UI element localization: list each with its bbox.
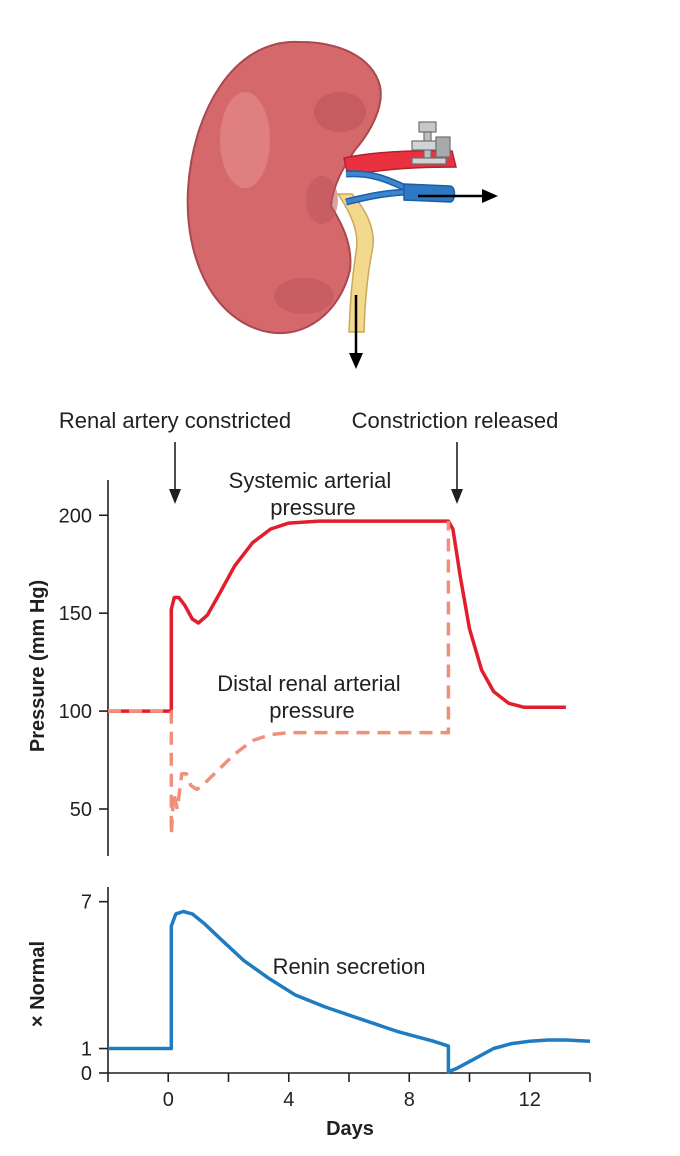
renin-x-tick-label: 0 — [163, 1089, 174, 1111]
kidney-lobe-top — [314, 92, 366, 132]
renin-series-group — [108, 909, 591, 1074]
annotation-constricted: Renal artery constricted — [59, 408, 291, 433]
renin-y-title: × Normal — [27, 941, 49, 1027]
renin-secretion-line — [108, 909, 591, 1074]
renin-x-title: Days — [326, 1118, 374, 1140]
renin-y-tick-label: 1 — [81, 1039, 92, 1061]
kidney-lobe-mid — [306, 176, 338, 224]
renin-x-ticks: 0 4 8 12 — [107, 1073, 591, 1111]
arrow-head-icon — [482, 189, 498, 203]
renin-x-tick-label: 4 — [283, 1089, 294, 1111]
renin-y-ticks: 01 7 — [81, 892, 108, 1085]
renin-x-tick-label: 12 — [519, 1089, 541, 1111]
annotation-released: Constriction released — [352, 408, 559, 433]
series-label-distal-line1: Distal renal arterial — [217, 671, 400, 696]
series-label-systemic-line2: pressure — [270, 495, 356, 520]
pressure-chart: 50 100 150 200 Pressure (mm Hg) Systemic ar… — [27, 468, 566, 856]
arrow-head-icon — [349, 353, 363, 369]
distal-pressure-line — [108, 521, 451, 837]
systemic-pressure-line — [108, 519, 566, 713]
renal-vein-trunk — [403, 183, 456, 203]
pressure-series-group — [108, 519, 566, 837]
kidney-lobe-bottom — [274, 278, 334, 314]
pressure-y-tick-label: 50 — [70, 799, 92, 821]
arrow-head-icon — [451, 489, 463, 504]
pressure-y-tick-label: 100 — [59, 701, 92, 723]
pressure-y-tick-label: 150 — [59, 603, 92, 625]
kidney-highlight — [220, 92, 270, 188]
series-label-renin: Renin secretion — [273, 954, 426, 979]
arrow-head-icon — [169, 489, 181, 504]
series-label-distal: Distal renal arterial pressure — [217, 671, 407, 723]
pressure-y-title: Pressure (mm Hg) — [27, 580, 49, 752]
clamp-icon — [411, 121, 451, 165]
pressure-y-tick-label: 200 — [59, 505, 92, 527]
renin-y-tick-label: 0 — [81, 1063, 92, 1085]
series-label-distal-line2: pressure — [269, 698, 355, 723]
pressure-y-ticks: 50 100 150 200 — [59, 505, 108, 821]
ureter — [336, 193, 374, 333]
series-label-systemic-line1: Systemic arterial — [229, 468, 392, 493]
kidney-illustration — [186, 40, 498, 369]
series-label-systemic: Systemic arterial pressure — [229, 468, 398, 520]
renin-y-tick-label: 7 — [81, 892, 92, 914]
renin-x-tick-label: 8 — [404, 1089, 415, 1111]
